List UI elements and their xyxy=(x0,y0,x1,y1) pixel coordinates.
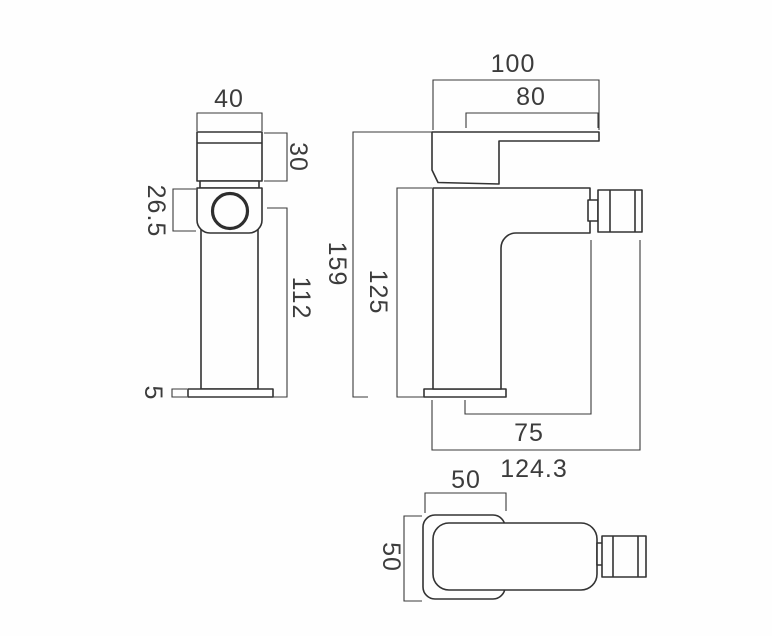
side-handle-lever xyxy=(431,131,600,185)
dim-front-width-label: 40 xyxy=(214,85,244,113)
dim-side-lever-bracket xyxy=(465,112,599,128)
front-base-plate xyxy=(187,388,274,398)
dim-side-reach-bracket xyxy=(464,240,592,415)
front-view: 40 30 26.5 112 5 xyxy=(139,85,315,400)
dim-front-handle-height-label: 30 xyxy=(284,142,312,172)
front-handle xyxy=(196,131,263,182)
dim-front-base-thickness-label: 5 xyxy=(139,386,167,401)
dim-side-overall-reach-bracket xyxy=(431,240,641,451)
dim-top-depth-bracket xyxy=(424,492,507,513)
dim-front-base-thickness-bracket xyxy=(171,388,187,398)
dim-side-overall-reach-label: 124.3 xyxy=(500,455,568,483)
side-aerator-ridges xyxy=(609,190,636,232)
dim-top-width-bracket xyxy=(403,515,422,602)
dim-front-outlet-height-label: 112 xyxy=(287,277,315,320)
front-aerator-circle xyxy=(210,191,250,231)
dim-side-lever-label: 80 xyxy=(516,83,546,111)
top-aerator-tip xyxy=(601,535,647,578)
dim-side-height-label: 159 xyxy=(323,242,351,287)
dim-front-outlet-height-bracket xyxy=(267,207,288,398)
dim-front-width-bracket xyxy=(196,112,263,131)
dim-side-depth-label: 100 xyxy=(491,50,536,78)
dim-top-width-label: 50 xyxy=(377,542,405,572)
dim-side-body-height-bracket xyxy=(396,187,432,398)
front-neck xyxy=(199,180,260,189)
side-body xyxy=(432,187,591,390)
side-view: 100 80 159 125 75 124.3 xyxy=(323,50,643,483)
dim-side-body-height-label: 125 xyxy=(364,270,392,315)
top-body xyxy=(432,522,598,591)
dim-side-height-bracket xyxy=(352,131,432,398)
dim-top-depth-label: 50 xyxy=(451,466,481,494)
top-aerator-ridges xyxy=(612,536,639,577)
dim-side-depth-bracket xyxy=(432,79,600,130)
side-spout-neck xyxy=(587,199,599,222)
side-base-plate xyxy=(423,388,507,398)
front-column xyxy=(200,221,259,390)
dim-front-handle-height-bracket xyxy=(264,132,288,182)
dim-side-reach-label: 75 xyxy=(514,419,544,447)
dim-front-body-height-bracket xyxy=(172,188,196,232)
top-view: 50 50 xyxy=(377,466,647,602)
dim-front-body-height-label: 26.5 xyxy=(142,185,170,238)
